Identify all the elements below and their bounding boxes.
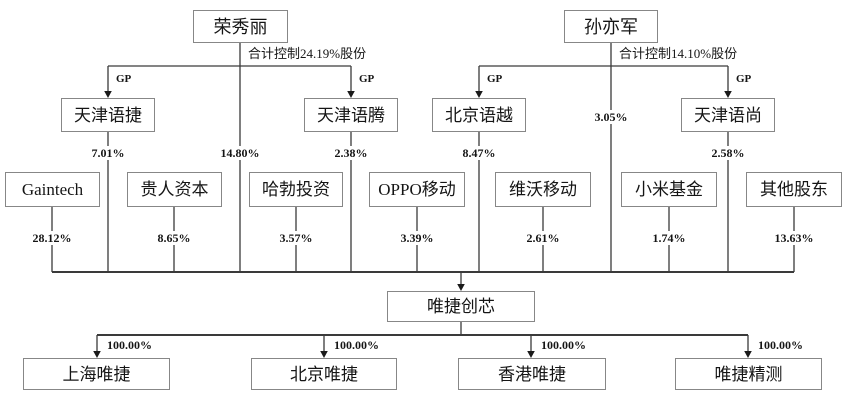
pct-tianjin-yuteng: 2.38%	[331, 146, 371, 160]
node-tianjin-yushang: 天津语尚	[681, 98, 775, 132]
node-oppo-mobile: OPPO移动	[369, 172, 465, 207]
gp-label-2: GP	[359, 73, 375, 85]
node-xiaomi-fund: 小米基金	[621, 172, 717, 207]
node-vivo-mobile: 维沃移动	[495, 172, 591, 207]
gp-label-4: GP	[736, 73, 752, 85]
node-beijing-yuyue: 北京语越	[432, 98, 526, 132]
gp-label-1: GP	[116, 73, 132, 85]
pct-rong-direct: 14.80%	[217, 146, 263, 160]
pct-xiaomi-fund: 1.74%	[649, 231, 689, 245]
pct-oppo-mobile: 3.39%	[397, 231, 437, 245]
pct-habo-investment: 3.57%	[276, 231, 316, 245]
node-weijie-chuangxin: 唯捷创芯	[387, 291, 535, 322]
node-shanghai-weijie: 上海唯捷	[23, 358, 170, 390]
node-gaintech: Gaintech	[5, 172, 100, 207]
pct-hongkong-weijie: 100.00%	[541, 338, 586, 352]
pct-shanghai-weijie: 100.00%	[107, 338, 152, 352]
node-tianjin-yuteng: 天津语腾	[304, 98, 398, 132]
node-tianjin-yujie: 天津语捷	[61, 98, 155, 132]
arrowheads	[93, 91, 752, 358]
node-other-shareholders: 其他股东	[746, 172, 842, 207]
pct-tianjin-yushang: 2.58%	[708, 146, 748, 160]
node-rong-xiu-li: 荣秀丽	[193, 10, 288, 43]
pct-tianjin-yujie: 7.01%	[88, 146, 128, 160]
node-habo-investment: 哈勃投资	[249, 172, 343, 207]
control-note-rong: 合计控制24.19%股份	[248, 46, 367, 61]
pct-guiren-capital: 8.65%	[154, 231, 194, 245]
pct-beijing-yuyue: 8.47%	[459, 146, 499, 160]
node-hongkong-weijie: 香港唯捷	[458, 358, 606, 390]
node-weijie-jingce: 唯捷精测	[675, 358, 822, 390]
pct-weijie-jingce: 100.00%	[758, 338, 803, 352]
pct-sun-direct: 3.05%	[591, 110, 631, 124]
pct-other-shareholders: 13.63%	[771, 231, 817, 245]
pct-vivo-mobile: 2.61%	[523, 231, 563, 245]
gp-label-3: GP	[487, 73, 503, 85]
control-note-sun: 合计控制14.10%股份	[619, 46, 738, 61]
node-beijing-weijie: 北京唯捷	[251, 358, 397, 390]
pct-beijing-weijie: 100.00%	[334, 338, 379, 352]
node-guiren-capital: 贵人资本	[127, 172, 222, 207]
node-sun-yi-jun: 孙亦军	[564, 10, 658, 43]
pct-gaintech: 28.12%	[29, 231, 75, 245]
